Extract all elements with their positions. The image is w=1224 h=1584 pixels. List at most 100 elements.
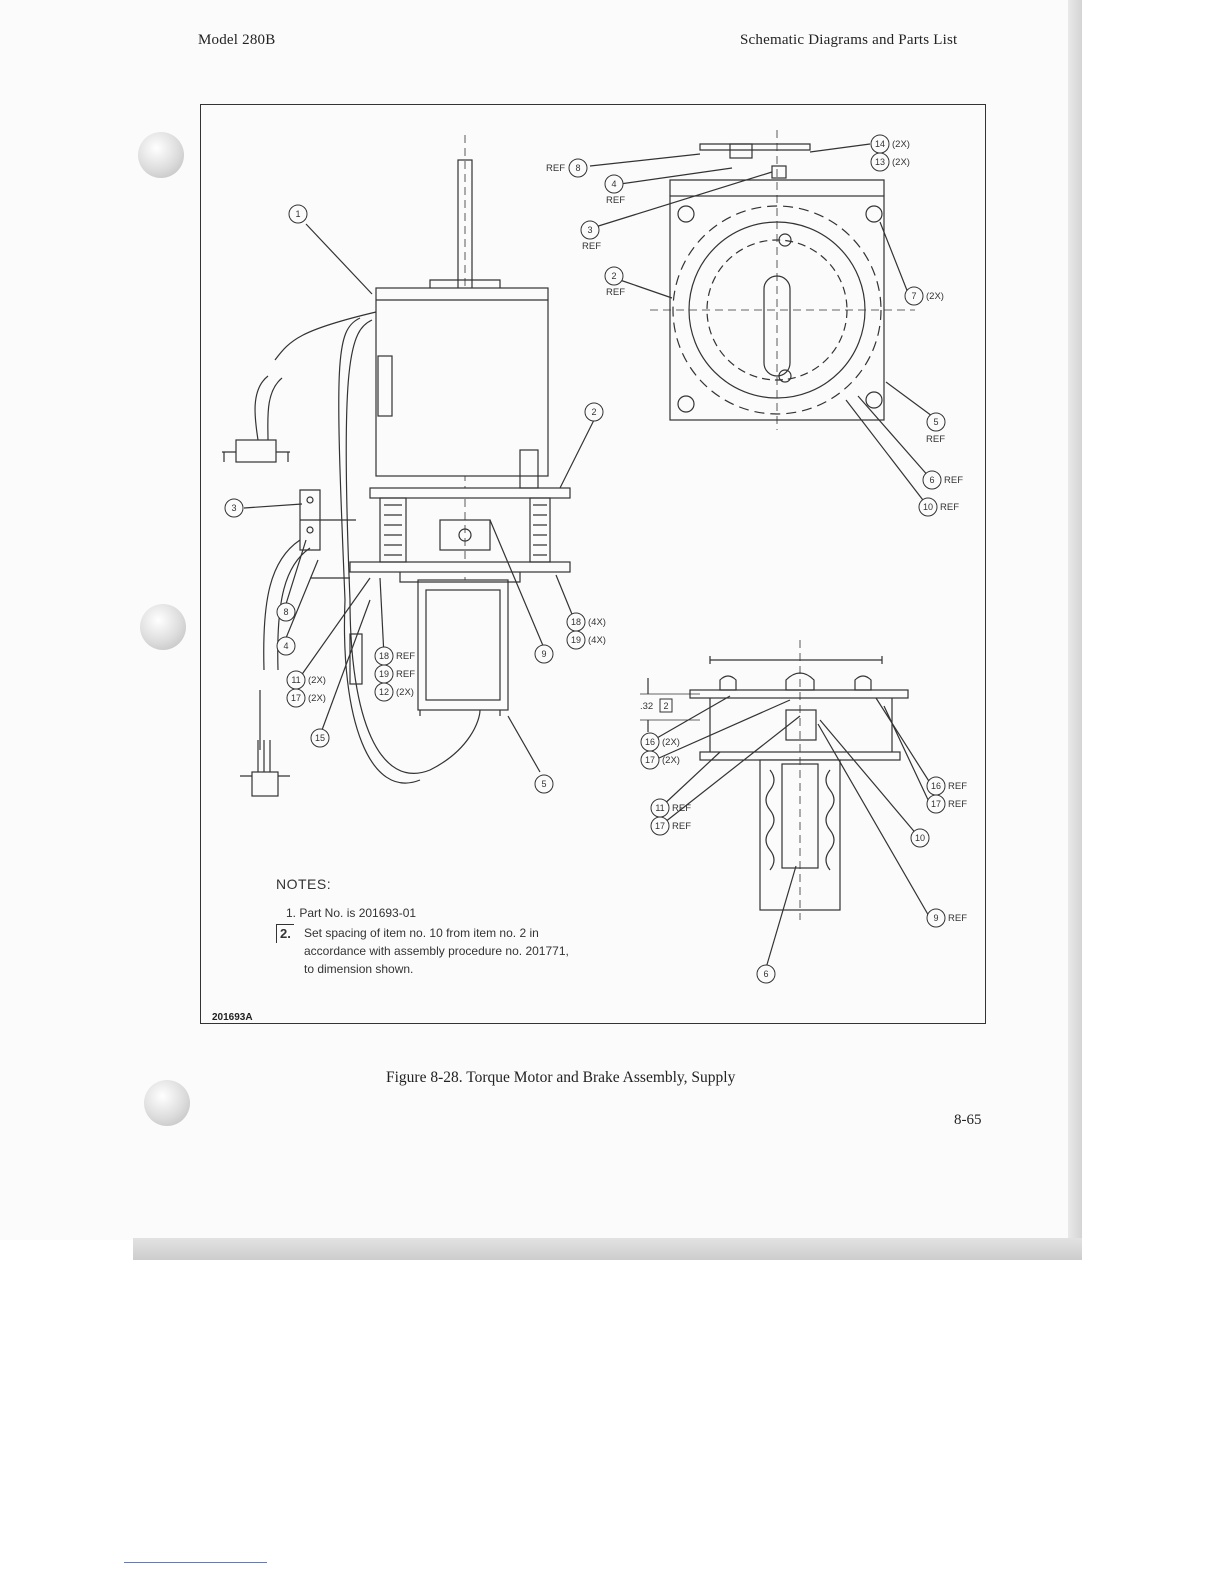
callout-2ref-number: 2	[611, 271, 616, 281]
footer-rule	[124, 1562, 267, 1563]
callout-bubble	[584, 402, 604, 422]
note-2: 2. Set spacing of item no. 10 from item …	[276, 924, 574, 978]
callout-12-number: 12	[379, 687, 389, 697]
callout-bubble	[904, 286, 924, 306]
callout-11-suffix: (2X)	[308, 675, 326, 686]
note-2-marker: 2.	[276, 924, 294, 943]
callout-bubble	[926, 412, 946, 432]
callout-15-number: 15	[315, 733, 325, 743]
callout-9-number: 9	[541, 649, 546, 659]
callout-13-number: 13	[875, 157, 885, 167]
callout-8-number: 8	[283, 607, 288, 617]
callout-17b-number: 17	[645, 755, 655, 765]
callout-bubble	[650, 816, 670, 836]
page-edge-shadow	[1068, 0, 1082, 1240]
callout-19ref-suffix: REF	[396, 669, 415, 680]
callout-13-suffix: (2X)	[892, 157, 910, 168]
header-model: Model 280B	[198, 32, 276, 48]
callout-6b-number: 6	[763, 969, 768, 979]
callout-17ref-suffix: REF	[672, 821, 691, 832]
notes-block: NOTES: 1. Part No. is 201693-01 2. Set s…	[276, 876, 574, 978]
callout-14-number: 14	[875, 139, 885, 149]
callout-11ref-suffix: REF	[672, 803, 691, 814]
callout-bubble	[756, 964, 776, 984]
callout-bubble	[870, 152, 890, 172]
callout-19ref-number: 19	[379, 669, 389, 679]
callout-bubble	[926, 908, 946, 928]
callout-19-suffix: (4X)	[588, 635, 606, 646]
callout-4ref-number: 4	[611, 179, 616, 189]
callout-bubble	[604, 266, 624, 286]
callout-bubble	[568, 158, 588, 178]
dimension-label: .32	[640, 701, 653, 712]
callout-2ref-suffix: REF	[606, 287, 625, 298]
callout-18ref-suffix: REF	[396, 651, 415, 662]
callout-8ref-suffix: REF	[546, 163, 565, 174]
callout-bubble	[276, 636, 296, 656]
callout-4-number: 4	[283, 641, 288, 651]
callout-10ref-number: 10	[923, 502, 933, 512]
callout-10ref-suffix: REF	[940, 502, 959, 513]
callout-bubble	[286, 688, 306, 708]
callout-3ref-suffix: REF	[582, 241, 601, 252]
callout-bubble	[640, 750, 660, 770]
callout-5-number: 5	[541, 779, 546, 789]
callout-17-number: 17	[291, 693, 301, 703]
callout-bubble	[604, 174, 624, 194]
callout-bubble	[922, 470, 942, 490]
callout-17-suffix: (2X)	[308, 693, 326, 704]
callout-bubble	[224, 498, 244, 518]
page-bottom-shadow	[133, 1238, 1082, 1260]
callout-bubble	[918, 497, 938, 517]
figure-frame	[200, 104, 986, 1024]
callout-17b-suffix: (2X)	[662, 755, 680, 766]
callout-16b-suffix: (2X)	[662, 737, 680, 748]
binder-hole	[140, 604, 186, 650]
callout-bubble	[580, 220, 600, 240]
callout-9ref-suffix: REF	[948, 913, 967, 924]
callout-3-number: 3	[231, 503, 236, 513]
callout-17ref2-suffix: REF	[948, 799, 967, 810]
callout-17ref-number: 17	[655, 821, 665, 831]
callout-12-suffix: (2X)	[396, 687, 414, 698]
dimension-note-ref: 2	[663, 701, 668, 711]
callout-16ref-number: 16	[931, 781, 941, 791]
callout-4ref-suffix: REF	[606, 195, 625, 206]
callout-bubble	[566, 630, 586, 650]
callout-3ref-number: 3	[587, 225, 592, 235]
page-number: 8-65	[954, 1112, 982, 1128]
callout-bubble	[276, 602, 296, 622]
callout-14-suffix: (2X)	[892, 139, 910, 150]
callout-17ref2-number: 17	[931, 799, 941, 809]
callout-18-suffix: (4X)	[588, 617, 606, 628]
header-section-title: Schematic Diagrams and Parts List	[740, 32, 958, 48]
callout-16ref-suffix: REF	[948, 781, 967, 792]
callout-bubble	[288, 204, 308, 224]
dimension-note-box	[659, 698, 673, 713]
callout-8ref-number: 8	[575, 163, 580, 173]
drawing-number: 201693A	[212, 1012, 253, 1023]
callout-bubble	[534, 774, 554, 794]
callout-11-number: 11	[291, 675, 300, 685]
note-1: 1. Part No. is 201693-01	[286, 906, 417, 920]
callout-9ref-number: 9	[933, 913, 938, 923]
callout-bubble	[374, 682, 394, 702]
callout-11ref-number: 11	[655, 803, 664, 813]
callout-bubble	[910, 828, 930, 848]
callout-10b-number: 10	[915, 833, 925, 843]
note-2-text: Set spacing of item no. 10 from item no.…	[304, 926, 569, 976]
callout-7-number: 7	[911, 291, 916, 301]
callout-19-number: 19	[571, 635, 581, 645]
callout-6ref-number: 6	[929, 475, 934, 485]
callout-18-number: 18	[571, 617, 581, 627]
callout-2-number: 2	[591, 407, 596, 417]
callout-5ref-number: 5	[933, 417, 938, 427]
callout-18ref-number: 18	[379, 651, 389, 661]
callout-7-suffix: (2X)	[926, 291, 944, 302]
figure-caption: Figure 8-28. Torque Motor and Brake Asse…	[386, 1069, 736, 1086]
callout-6ref-suffix: REF	[944, 475, 963, 486]
binder-hole	[144, 1080, 190, 1126]
callout-bubble	[310, 728, 330, 748]
callout-16b-number: 16	[645, 737, 655, 747]
